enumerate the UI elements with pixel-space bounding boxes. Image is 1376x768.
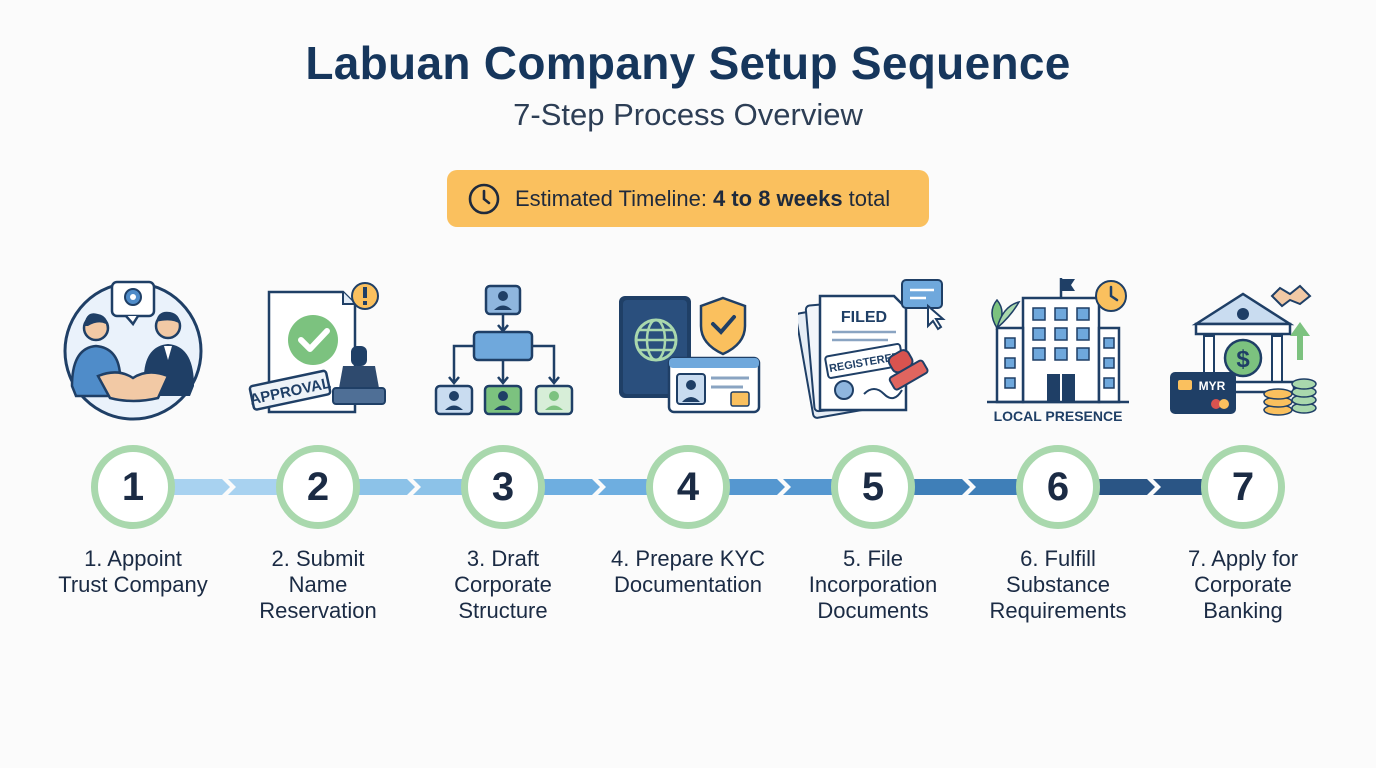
office-building-icon: LOCAL PRESENCE xyxy=(983,276,1133,426)
step-3-circle: 3 xyxy=(461,445,545,529)
step-6-label: 6. Fulfill Substance Requirements xyxy=(989,546,1127,623)
step-6-circle: 6 xyxy=(1016,445,1100,529)
filed-document-text: FILED xyxy=(841,309,887,326)
connector-2-3 xyxy=(355,477,467,497)
connector-6-7 xyxy=(1095,477,1207,497)
step-2-circle: 2 xyxy=(276,445,360,529)
step-5-circle: 5 xyxy=(831,445,915,529)
timeline-duration: 4 to 8 weeks xyxy=(712,185,843,211)
local-presence-caption: LOCAL PRESENCE xyxy=(994,408,1123,424)
step-5-label: 5. File Incorporation Documents xyxy=(808,546,938,623)
step-7-label: 7. Apply for Corporate Banking xyxy=(1187,546,1299,623)
step-3-label: 3. Draft Corporate Structure xyxy=(454,546,552,623)
step-1-label: 1. Appoint Trust Company xyxy=(58,546,208,597)
passport-id-icon xyxy=(613,276,763,426)
connector-1-2 xyxy=(170,477,282,497)
step-2-label: 2. Submit Name Reservation xyxy=(259,546,377,623)
step-7-circle: 7 xyxy=(1201,445,1285,529)
timeline-prefix: Estimated Timeline: xyxy=(515,185,707,211)
connector-4-5 xyxy=(725,477,837,497)
page-title: Labuan Company Setup Sequence xyxy=(305,37,1071,89)
org-chart-icon xyxy=(428,276,578,426)
timeline-banner: Estimated Timeline: 4 to 8 weeks total xyxy=(447,170,929,227)
page-subtitle: 7-Step Process Overview xyxy=(513,97,863,132)
filed-documents-icon: FILED REGISTERED xyxy=(798,276,948,426)
dollar-sign: $ xyxy=(1236,346,1250,373)
handshake-icon xyxy=(58,276,208,426)
connector-5-6 xyxy=(910,477,1022,497)
step-4-label: 4. Prepare KYC Documentation xyxy=(610,546,766,597)
approval-stamp-icon: APPROVAL xyxy=(243,276,393,426)
clock-icon xyxy=(468,183,500,214)
connector-3-4 xyxy=(540,477,652,497)
step-4-circle: 4 xyxy=(646,445,730,529)
bank-icon: $ MYR xyxy=(1168,276,1318,426)
myr-card-text: MYR xyxy=(1199,379,1226,393)
timeline-suffix: total xyxy=(848,185,891,211)
step-1-circle: 1 xyxy=(91,445,175,529)
